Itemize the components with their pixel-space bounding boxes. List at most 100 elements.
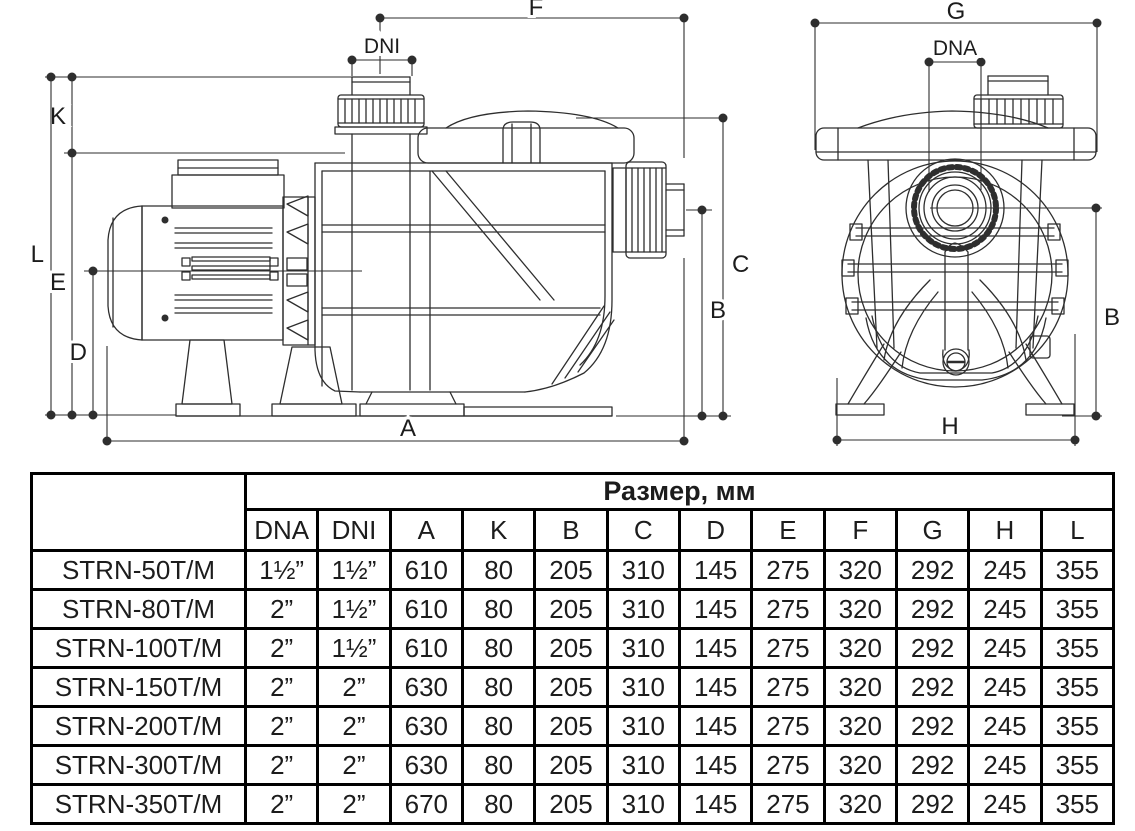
value-cell: 320 (822, 627, 898, 669)
value-cell: 2” (243, 783, 320, 825)
suction-union (334, 76, 428, 164)
value-cell: 145 (677, 705, 754, 747)
table-row: STRN-100T/M 2” 1½” 610 80 205 310 145 27… (30, 627, 1116, 669)
col-header-k: K (460, 508, 537, 552)
size-header: Размер, мм (244, 472, 1115, 511)
model-cell: STRN-100T/M (30, 627, 247, 669)
top-union (973, 75, 1064, 129)
value-cell: 80 (460, 549, 537, 591)
value-cell: 2” (243, 588, 320, 630)
value-cell: 145 (677, 666, 754, 708)
dim-E: E (47, 153, 77, 420)
col-header-dni: DNI (316, 508, 392, 552)
col-header-e: E (750, 508, 826, 552)
dim-label-a: A (400, 415, 416, 442)
value-cell: 310 (605, 588, 681, 630)
table-row: STRN-80T/M 2” 1½” 610 80 205 310 145 275… (30, 588, 1116, 630)
value-cell: 80 (460, 783, 537, 825)
value-cell: 205 (533, 783, 609, 825)
dim-label-b-side: B (710, 297, 726, 324)
value-cell: 310 (605, 744, 681, 786)
value-cell: 670 (388, 783, 464, 825)
dim-label-f: F (529, 0, 544, 21)
col-header-g: G (894, 508, 971, 552)
value-cell: 205 (533, 549, 609, 591)
model-cell: STRN-200T/M (30, 705, 247, 747)
table-row: STRN-300T/M 2” 2” 630 80 205 310 145 275… (30, 744, 1116, 786)
dim-C: C (576, 113, 752, 421)
value-cell: 145 (677, 783, 754, 825)
model-cell: STRN-350T/M (30, 783, 247, 825)
value-cell: 292 (894, 666, 971, 708)
table-row: STRN-150T/M 2” 2” 630 80 205 310 145 275… (30, 666, 1116, 708)
value-cell: 630 (388, 705, 464, 747)
value-cell: 205 (533, 627, 609, 669)
value-cell: 292 (894, 588, 971, 630)
value-cell: 630 (388, 666, 464, 708)
value-cell: 355 (1039, 744, 1116, 786)
col-header-f: F (822, 508, 898, 552)
dim-H: H (832, 334, 1080, 446)
value-cell: 292 (894, 744, 971, 786)
value-cell: 2” (316, 666, 392, 708)
value-cell: 292 (894, 549, 971, 591)
model-cell: STRN-150T/M (30, 666, 247, 708)
dim-label-b-front: B (1104, 304, 1120, 331)
table-row: STRN-200T/M 2” 2” 630 80 205 310 145 275… (30, 705, 1116, 747)
value-cell: 1½” (316, 627, 392, 669)
value-cell: 355 (1039, 549, 1116, 591)
model-cell: STRN-300T/M (30, 744, 247, 786)
value-cell: 610 (388, 627, 464, 669)
value-cell: 610 (388, 549, 464, 591)
model-cell: STRN-80T/M (30, 588, 247, 630)
value-cell: 80 (460, 666, 537, 708)
col-header-b: B (533, 508, 609, 552)
dim-D: D (45, 266, 362, 420)
value-cell: 320 (822, 588, 898, 630)
dim-B-front: B (930, 203, 1123, 421)
dim-F: F (375, 0, 689, 441)
dim-DNA: DNA (924, 34, 986, 192)
pump-technical-drawing: F DNI K L E (30, 0, 1123, 446)
value-cell: 320 (822, 705, 898, 747)
dim-B-side: B (686, 205, 729, 421)
col-header-h: H (967, 508, 1043, 552)
front-view-diagram (815, 75, 1097, 416)
value-cell: 2” (243, 744, 320, 786)
value-cell: 275 (750, 549, 826, 591)
value-cell: 275 (750, 588, 826, 630)
value-cell: 310 (605, 705, 681, 747)
value-cell: 2” (316, 705, 392, 747)
value-cell: 245 (967, 627, 1043, 669)
value-cell: 320 (822, 744, 898, 786)
dim-label-h: H (941, 413, 958, 440)
value-cell: 355 (1039, 705, 1116, 747)
value-cell: 275 (750, 744, 826, 786)
col-header-c: C (605, 508, 681, 552)
table-header-columns-row: DNA DNI A K B C D E F G H L (32, 508, 1116, 552)
value-cell: 2” (243, 666, 320, 708)
dim-G: G (810, 0, 1102, 152)
value-cell: 245 (967, 705, 1043, 747)
lower-bowl (865, 279, 1051, 381)
pump-casing (314, 162, 615, 393)
value-cell: 205 (533, 744, 609, 786)
value-cell: 80 (460, 627, 537, 669)
dim-label-e: E (50, 269, 66, 296)
value-cell: 355 (1039, 666, 1116, 708)
dim-K: K (45, 72, 356, 158)
value-cell: 355 (1039, 783, 1116, 825)
front-legs (835, 343, 1075, 416)
value-cell: 275 (750, 666, 826, 708)
value-cell: 275 (750, 627, 826, 669)
value-cell: 2” (316, 744, 392, 786)
value-cell: 80 (460, 705, 537, 747)
top-flange-plate (815, 110, 1097, 161)
dim-label-g: G (947, 0, 966, 25)
value-cell: 245 (967, 783, 1043, 825)
dim-label-c: C (732, 251, 749, 278)
value-cell: 355 (1039, 588, 1116, 630)
value-cell: 320 (822, 549, 898, 591)
value-cell: 145 (677, 744, 754, 786)
